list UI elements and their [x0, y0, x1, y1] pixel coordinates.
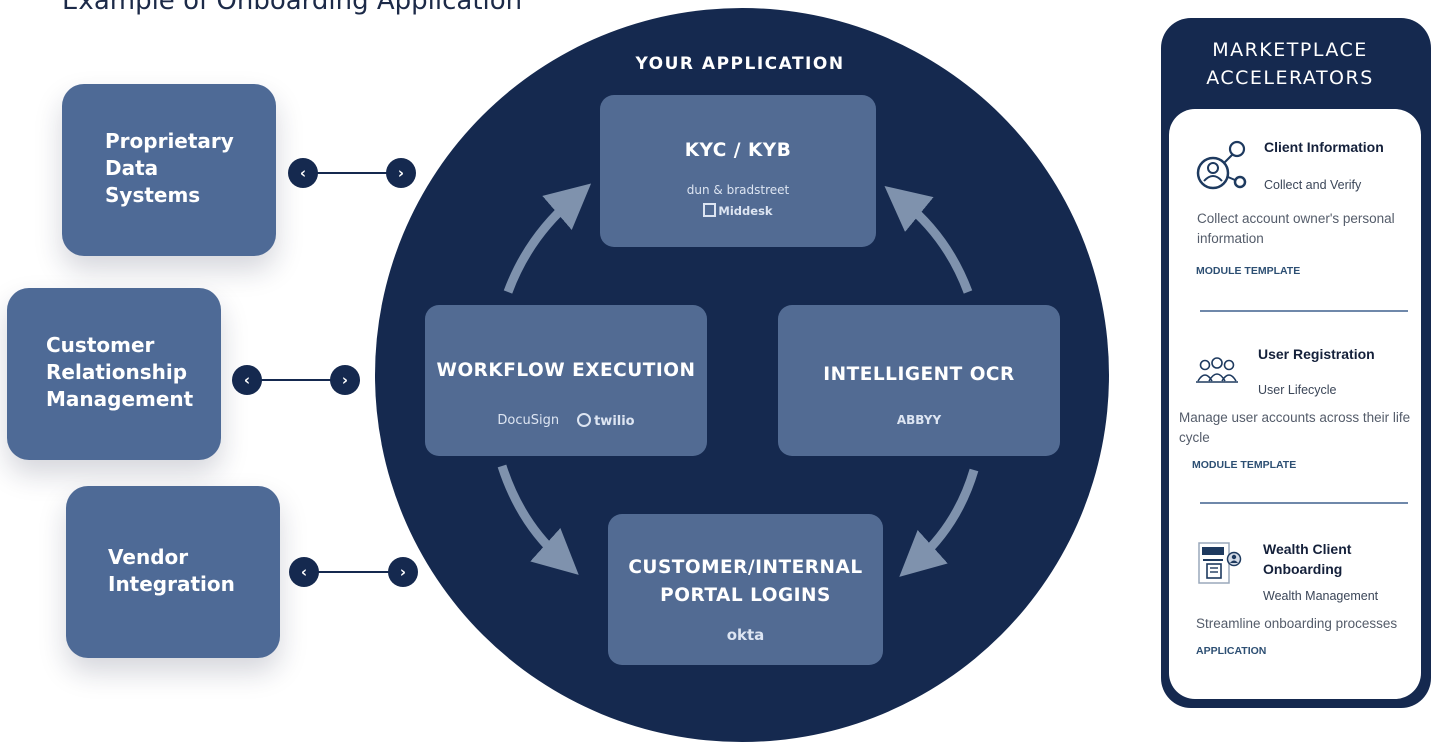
chevron-left-icon[interactable]: ‹: [289, 557, 319, 587]
card-divider: [1200, 310, 1408, 312]
card-type-label[interactable]: APPLICATION: [1196, 645, 1267, 657]
card-title[interactable]: Client Information: [1264, 139, 1384, 155]
docusign-logo: DocuSign: [497, 413, 560, 428]
kyc-kyb-box: KYC / KYB dun & bradstreet Middesk: [600, 95, 876, 247]
source-label-line: Management: [46, 387, 194, 411]
card-description: Manage user accounts across their life c…: [1179, 410, 1411, 445]
portal-logins-title-line2: PORTAL LOGINS: [660, 585, 831, 606]
source-box-proprietary-data: Proprietary Data Systems: [62, 84, 276, 256]
accelerator-list: Client Information Collect and Verify Co…: [1169, 109, 1421, 699]
card-description: Streamline onboarding processes: [1196, 616, 1398, 631]
twilio-logo-mark: [577, 413, 592, 427]
dun-bradstreet-logo: dun & bradstreet: [686, 183, 790, 197]
chevron-right-icon[interactable]: ›: [330, 365, 360, 395]
source-label-line: Data: [105, 156, 159, 180]
middesk-logo: Middesk: [600, 203, 876, 218]
intelligent-ocr-box: INTELLIGENT OCR ABBYY: [778, 305, 1060, 456]
connector-line: [304, 172, 400, 174]
middesk-logo-text: Middesk: [718, 204, 773, 218]
connector-line: [305, 571, 403, 573]
source-label-line: Customer: [46, 333, 155, 357]
card-divider: [1200, 502, 1408, 504]
page-title: Example of Onboarding Application: [62, 0, 523, 16]
portal-logins-title-line1: CUSTOMER/INTERNAL: [628, 557, 863, 578]
arrow-workflow-to-kyc: [503, 183, 592, 294]
marketplace-accelerators-panel: MARKETPLACE ACCELERATORS Client Informat…: [1161, 18, 1431, 708]
card-type-label[interactable]: MODULE TEMPLATE: [1192, 459, 1297, 471]
arrow-ocr-to-portal: [899, 468, 979, 577]
panel-title-line2: ACCELERATORS: [1206, 67, 1374, 89]
okta-logo: okta: [726, 626, 765, 644]
source-label-line: Vendor: [108, 545, 189, 569]
twilio-logo-text: twilio: [594, 414, 635, 429]
arrow-workflow-to-portal: [497, 464, 579, 575]
source-label-line: Integration: [108, 572, 235, 596]
connector-line: [248, 379, 344, 381]
chevron-right-icon[interactable]: ›: [386, 158, 416, 188]
source-label-line: Proprietary: [105, 129, 234, 153]
wealth-onboarding-icon: [1195, 541, 1243, 592]
twilio-logo: twilio: [577, 413, 635, 429]
kyc-kyb-title: KYC / KYB: [684, 140, 792, 161]
source-label-line: Relationship: [46, 360, 188, 384]
source-box-vendor-integration: Vendor Integration: [66, 486, 280, 658]
card-title[interactable]: User Registration: [1258, 346, 1375, 362]
arrow-ocr-to-kyc: [884, 186, 973, 294]
workflow-logos: DocuSign twilio: [425, 413, 707, 429]
source-box-crm: Customer Relationship Management: [7, 288, 221, 460]
panel-title-line1: MARKETPLACE: [1212, 39, 1368, 61]
card-subtitle: Wealth Management: [1263, 589, 1379, 603]
portal-logins-box: CUSTOMER/INTERNAL PORTAL LOGINS okta: [608, 514, 883, 665]
card-title-line: Onboarding: [1263, 561, 1343, 577]
card-title-line: Wealth Client: [1263, 541, 1352, 557]
workflow-execution-box: WORKFLOW EXECUTION DocuSign twilio: [425, 305, 707, 456]
workflow-execution-title: WORKFLOW EXECUTION: [436, 360, 696, 381]
user-registration-icon: [1194, 355, 1240, 390]
intelligent-ocr-title: INTELLIGENT OCR: [823, 364, 1015, 385]
chevron-left-icon[interactable]: ‹: [232, 365, 262, 395]
source-label-line: Systems: [105, 183, 201, 207]
card-subtitle: User Lifecycle: [1258, 383, 1337, 397]
application-heading: YOUR APPLICATION: [635, 54, 845, 74]
middesk-logo-mark: [703, 203, 717, 217]
card-type-label[interactable]: MODULE TEMPLATE: [1196, 265, 1301, 277]
card-title[interactable]: Wealth Client Onboarding: [1263, 539, 1351, 579]
card-subtitle: Collect and Verify: [1264, 178, 1362, 192]
panel-title: MARKETPLACE ACCELERATORS: [1161, 36, 1419, 92]
abbyy-logo: ABBYY: [896, 413, 942, 427]
chevron-right-icon[interactable]: ›: [388, 557, 418, 587]
card-description: Collect account owner's personal informa…: [1197, 211, 1395, 246]
chevron-left-icon[interactable]: ‹: [288, 158, 318, 188]
client-info-icon: [1195, 139, 1251, 200]
